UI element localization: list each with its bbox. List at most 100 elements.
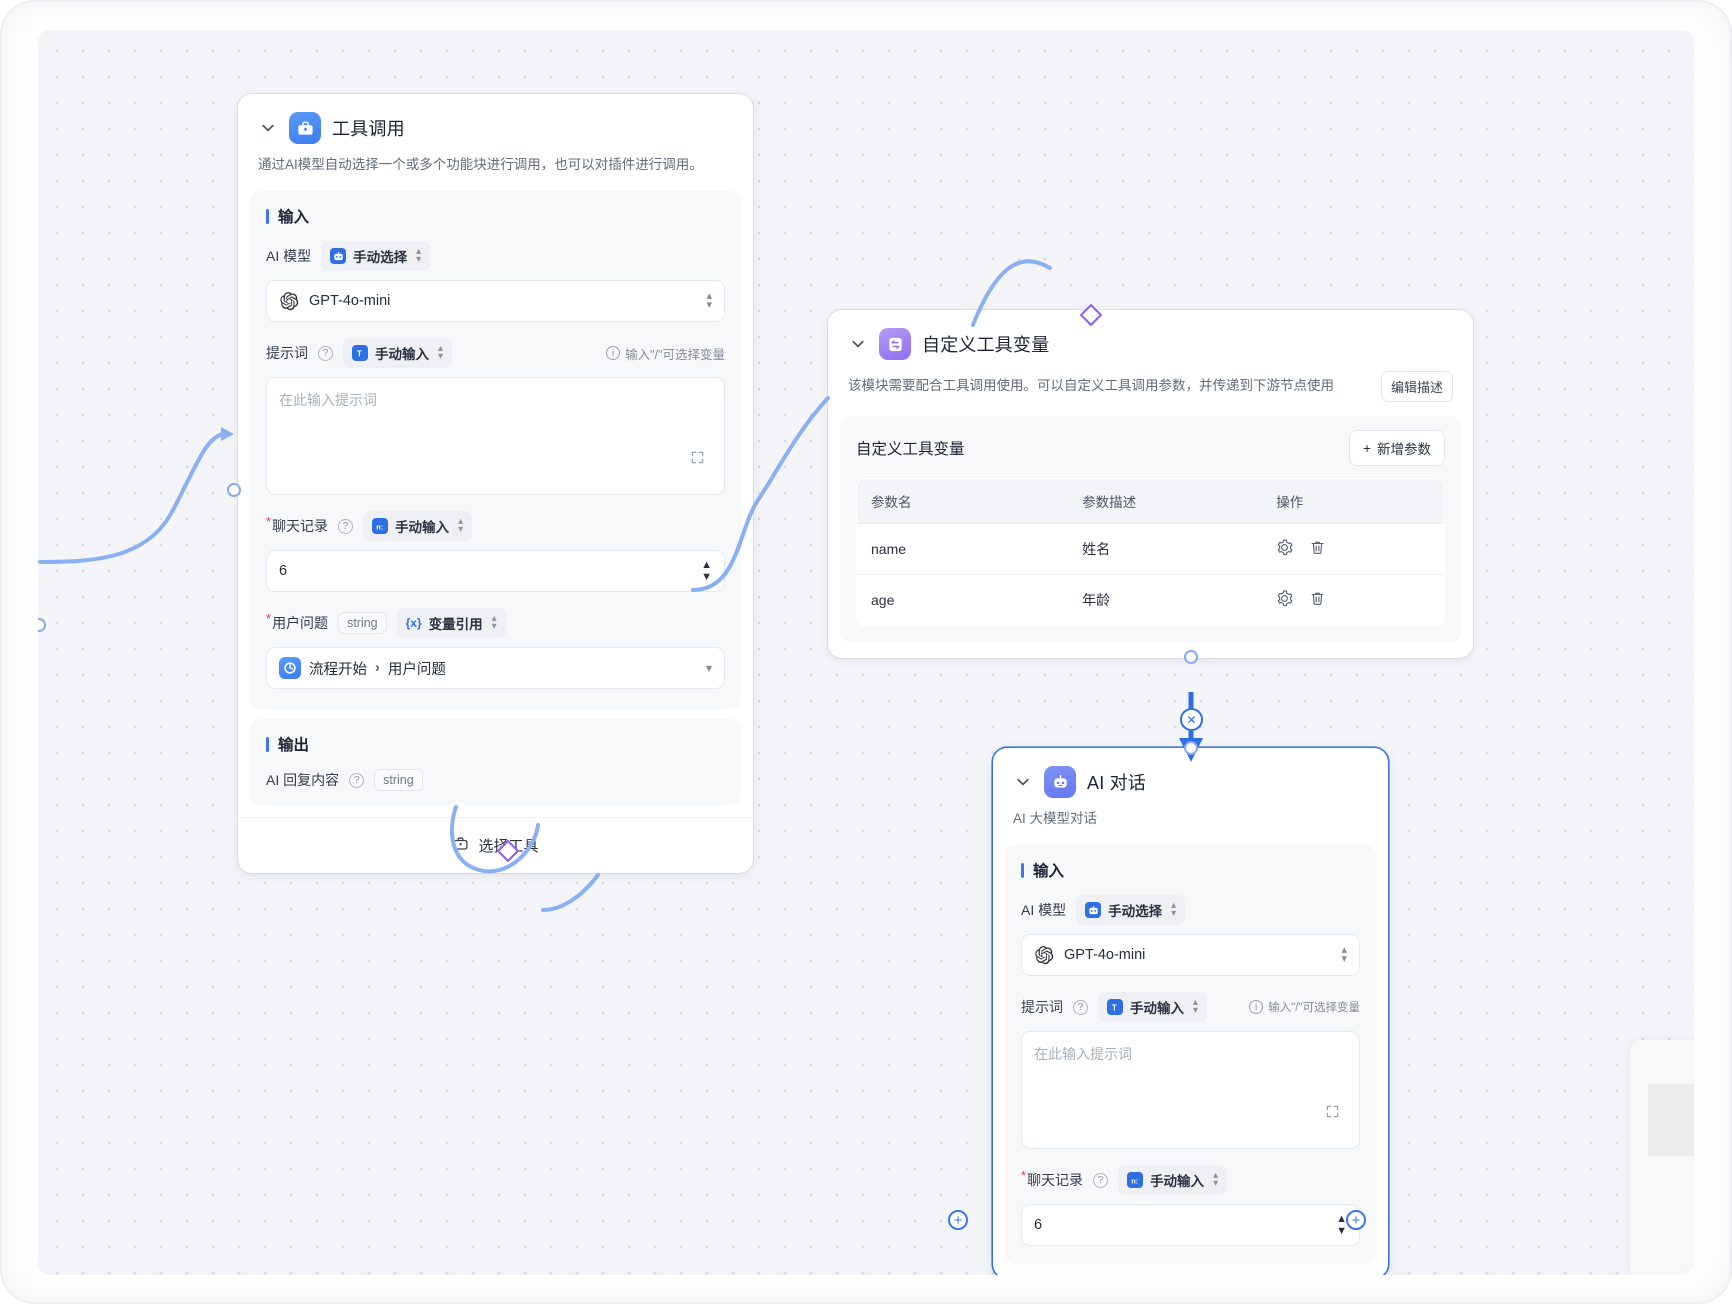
output-row: AI 回复内容 ? string: [266, 769, 725, 792]
prompt-textarea[interactable]: 在此输入提示词: [1021, 1031, 1360, 1150]
chat-history-mode-select[interactable]: n: 手动输入 ▴▾: [1118, 1165, 1228, 1196]
help-icon[interactable]: ?: [1093, 1172, 1109, 1188]
robot-icon: [1085, 902, 1102, 919]
chat-history-label: *聊天记录: [266, 513, 329, 535]
help-icon[interactable]: ?: [1073, 999, 1088, 1015]
number-icon: n:: [1127, 1172, 1144, 1189]
user-question-reference[interactable]: 流程开始 › 用户问题 ▾: [266, 647, 725, 690]
help-icon[interactable]: ?: [338, 518, 354, 534]
port-ai-chat-left-add[interactable]: +: [948, 1210, 968, 1230]
select-tool-button[interactable]: 选择工具: [238, 817, 753, 874]
user-question-row: *用户问题 string {x} 变量引用 ▴▾: [266, 608, 725, 639]
chat-history-mode-label: 手动输入: [1150, 1174, 1205, 1190]
custom-variable-panel: 自定义工具变量 + 新增参数 参数名 参数描述 操作: [840, 416, 1461, 642]
port-custom-var-output[interactable]: [1184, 650, 1198, 664]
port-canvas-left-source[interactable]: [38, 618, 46, 632]
prompt-mode-select[interactable]: T 手动输入 ▴▾: [343, 338, 453, 369]
chat-history-row: *聊天记录 ? n: 手动输入 ▴▾: [1021, 1165, 1360, 1196]
trash-icon[interactable]: [1309, 590, 1326, 610]
add-parameter-button[interactable]: + 新增参数: [1349, 430, 1445, 466]
chat-history-value: 6: [279, 563, 288, 580]
ai-model-row: AI 模型 手动选择 ▴▾: [1021, 895, 1360, 926]
chat-history-label: *聊天记录: [1021, 1167, 1084, 1189]
chat-history-row: *聊天记录 ? n: 手动输入 ▴▾: [266, 511, 725, 542]
table-row[interactable]: age 年龄: [857, 575, 1444, 626]
ref-node-name: 流程开始: [309, 661, 367, 678]
node-tool-call[interactable]: 工具调用 通过AI模型自动选择一个或多个功能块进行调用，也可以对插件进行调用。 …: [238, 94, 753, 874]
workflow-canvas[interactable]: 工具调用 通过AI模型自动选择一个或多个功能块进行调用，也可以对插件进行调用。 …: [38, 30, 1694, 1275]
port-tool-call-input[interactable]: [227, 483, 241, 497]
ai-model-select[interactable]: GPT-4o-mini ▴▾: [1021, 934, 1360, 977]
stepper-down-icon[interactable]: ▼: [1336, 1225, 1347, 1238]
node-ai-chat[interactable]: AI 对话 AI 大模型对话 输入 AI 模型 手: [993, 748, 1388, 1275]
stepper-up-icon[interactable]: ▲: [1336, 1213, 1347, 1226]
prompt-mode-select[interactable]: T 手动输入 ▴▾: [1098, 992, 1208, 1023]
chat-history-mode-label: 手动输入: [395, 520, 450, 536]
input-section: 输入 AI 模型 手动选择 ▴▾: [250, 191, 741, 710]
openai-icon: [1034, 945, 1054, 965]
column-param-desc: 参数描述: [1068, 479, 1263, 524]
user-question-type-tag: string: [338, 612, 387, 635]
ai-model-mode-select[interactable]: 手动选择 ▴▾: [321, 241, 431, 272]
number-stepper[interactable]: ▲ ▼: [701, 559, 712, 584]
ai-model-select[interactable]: GPT-4o-mini ▴▾: [266, 280, 725, 323]
chevron-down-icon[interactable]: ▾: [705, 661, 712, 676]
output-section: 输出 AI 回复内容 ? string: [250, 719, 741, 806]
chevron-down-icon[interactable]: [258, 118, 278, 138]
stepper-down-icon[interactable]: ▼: [701, 571, 712, 584]
chevron-updown-icon: ▴▾: [1213, 1170, 1219, 1190]
chevron-updown-icon: ▴▾: [491, 613, 497, 633]
svg-text:n:: n:: [1131, 1176, 1138, 1185]
cell-param-desc: 姓名: [1068, 523, 1263, 575]
node-custom-tool-variable[interactable]: 自定义工具变量 该模块需要配合工具调用使用。可以自定义工具调用参数，并传递到下游…: [828, 310, 1473, 658]
table-row[interactable]: name 姓名: [857, 523, 1444, 575]
user-question-mode-select[interactable]: {x} 变量引用 ▴▾: [396, 608, 506, 639]
remove-edge-button[interactable]: ✕: [1180, 708, 1203, 731]
chat-history-input[interactable]: 6 ▲ ▼: [266, 550, 725, 593]
prompt-textarea[interactable]: 在此输入提示词: [266, 377, 725, 496]
chevron-down-icon[interactable]: [848, 334, 868, 354]
parameters-table: 参数名 参数描述 操作 name 姓名: [856, 478, 1445, 626]
cell-param-desc: 年龄: [1082, 592, 1111, 608]
side-drawer-partial[interactable]: [1630, 1040, 1694, 1275]
number-stepper[interactable]: ▲ ▼: [1336, 1213, 1347, 1238]
expand-icon[interactable]: [1326, 1105, 1339, 1122]
chat-history-value: 6: [1034, 1217, 1043, 1234]
info-icon: i: [606, 346, 621, 361]
trash-icon[interactable]: [1309, 539, 1326, 559]
port-ai-chat-right-add[interactable]: +: [1346, 1210, 1366, 1230]
settings-icon[interactable]: [1276, 590, 1293, 610]
chevron-down-icon[interactable]: [1013, 772, 1033, 792]
edit-description-button[interactable]: 编辑描述: [1380, 371, 1453, 402]
chevron-updown-icon[interactable]: ▴▾: [706, 290, 712, 312]
plus-icon: +: [1363, 440, 1371, 456]
prompt-hint: i 输入"/"可选择变量: [1249, 999, 1360, 1015]
variable-breadcrumb: 流程开始 › 用户问题: [279, 657, 446, 680]
cell-actions: [1262, 523, 1444, 575]
required-marker: *: [266, 513, 272, 529]
prompt-row: 提示词 ? T 手动输入 ▴▾ i 输入"/"可选择变量: [1021, 992, 1360, 1023]
user-question-label: *用户问题: [266, 610, 329, 632]
stepper-up-icon[interactable]: ▲: [701, 559, 712, 572]
toolbox-icon: [289, 112, 321, 144]
flow-start-icon: [279, 657, 301, 680]
prompt-mode-label: 手动输入: [375, 347, 429, 363]
node-header: AI 对话 AI 大模型对话: [993, 748, 1388, 829]
ai-model-mode-label: 手动选择: [1108, 904, 1163, 920]
chat-history-mode-select[interactable]: n: 手动输入 ▴▾: [363, 511, 473, 542]
help-icon[interactable]: ?: [318, 345, 333, 361]
cell-param-name: name: [857, 523, 1069, 575]
chevron-updown-icon[interactable]: ▴▾: [1341, 944, 1347, 966]
expand-icon[interactable]: [691, 451, 704, 468]
ai-model-value: GPT-4o-mini: [309, 293, 391, 310]
chevron-updown-icon: ▴▾: [416, 246, 422, 266]
help-icon[interactable]: ?: [349, 772, 365, 788]
settings-icon[interactable]: [1276, 539, 1293, 559]
port-ai-chat-input[interactable]: [1184, 741, 1198, 755]
input-section-title: 输入: [266, 205, 725, 227]
section-accent-bar: [266, 208, 269, 224]
panel-title: 自定义工具变量: [856, 441, 965, 458]
ref-field-name: 用户问题: [387, 661, 446, 678]
ai-model-mode-select[interactable]: 手动选择 ▴▾: [1076, 895, 1186, 926]
ai-model-label: AI 模型: [1021, 902, 1067, 919]
